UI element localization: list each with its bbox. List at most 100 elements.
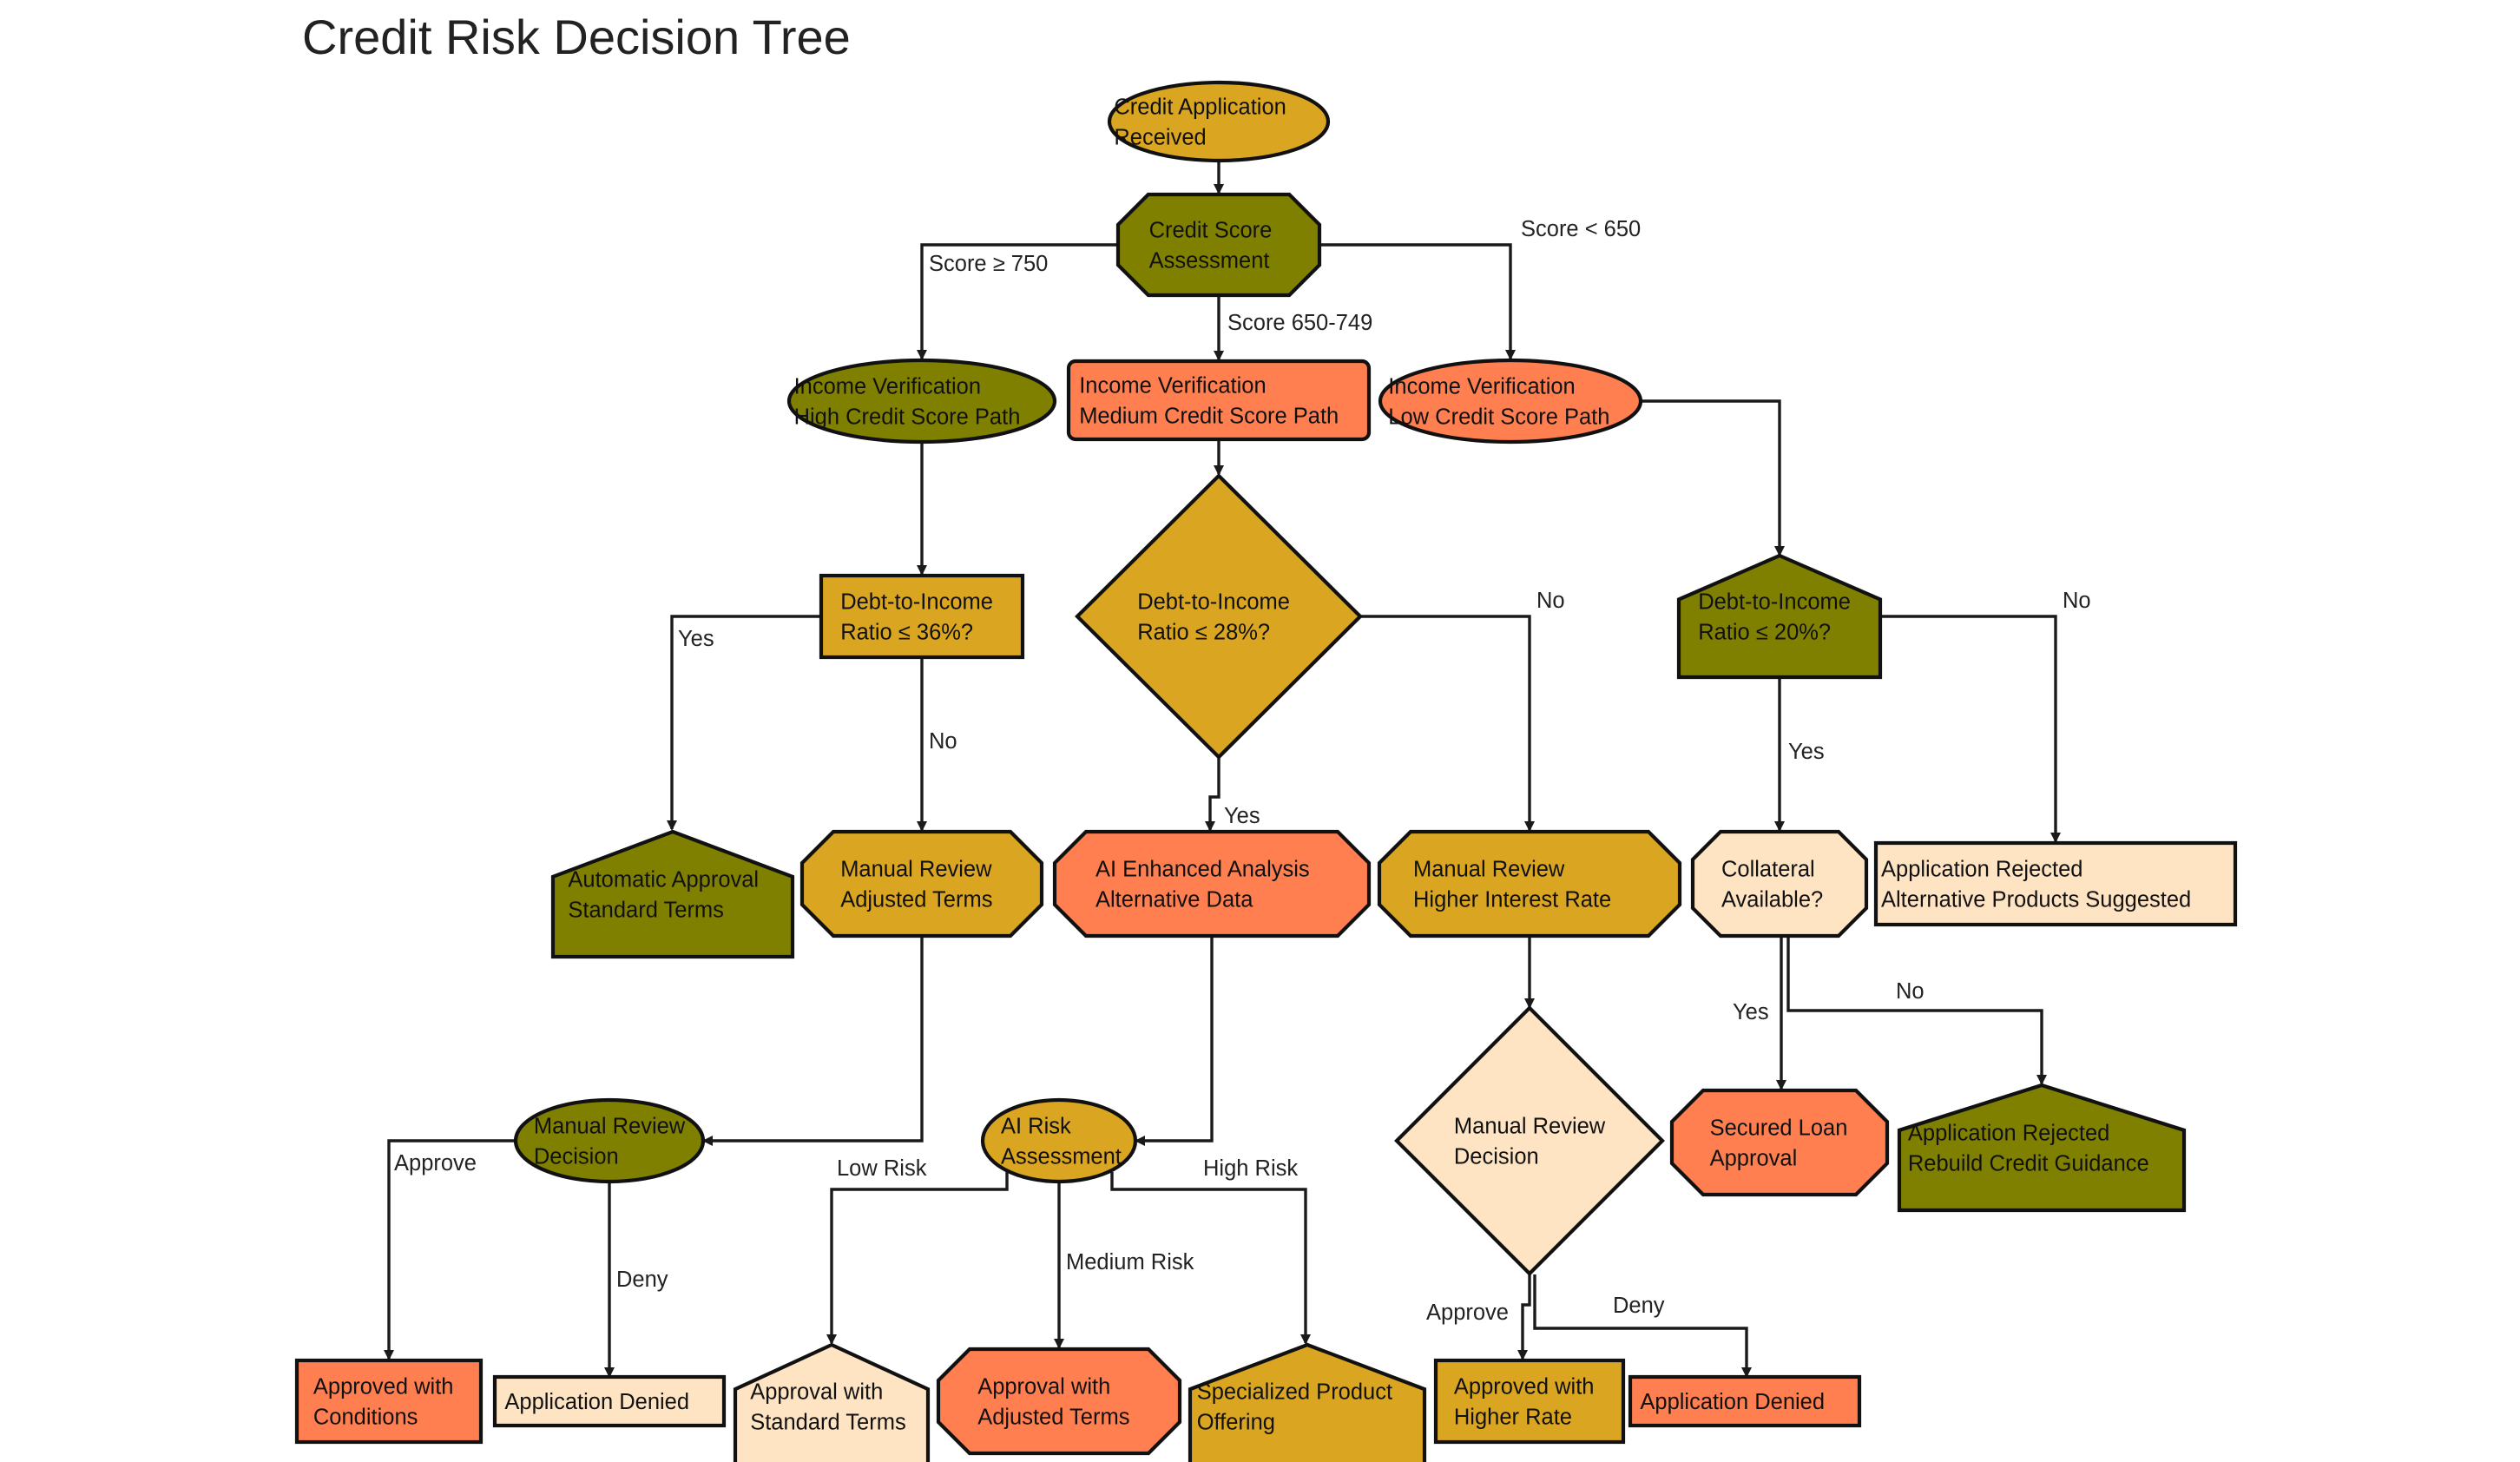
edge-label-score-to-iv_med: Score 650-749 [1227,311,1372,335]
node-shape-appr_std [733,1342,931,1462]
node-label-appr_adj-line-1: Approval with [977,1375,1110,1399]
node-label-iv_low-line-1: Income Verification [1388,375,1575,399]
edges-layer [384,161,2061,1378]
edge-label-collateral-to-secured: Yes [1733,1000,1769,1024]
edge-label-mr_dec1-to-denied1: Deny [616,1268,668,1292]
node-label-appr_cond-line-2: Conditions [313,1406,418,1430]
edge-label-mr_dec2-to-appr_high: Approve [1426,1301,1509,1325]
node-label-auto-line-1: Automatic Approval [568,868,759,892]
node-label-ai_enh-line-1: AI Enhanced Analysis [1096,858,1310,882]
edge-label-dti36-to-auto: Yes [678,627,714,651]
node-label-ai_enh-line-2: Alternative Data [1096,888,1253,912]
node-label-special-line-2: Offering [1197,1411,1275,1435]
node-label-iv_high-line-1: Income Verification [794,375,981,399]
node-shape-dti20 [1676,553,1883,680]
node-shape-auto [550,829,795,959]
edge-dti20-to-rej_alt [1880,615,2061,843]
node-label-mr_high-line-1: Manual Review [1413,858,1565,882]
node-label-collateral-line-1: Collateral [1721,858,1815,882]
edge-ai_enh-to-ai_risk [1135,938,1214,1146]
edge-dti28-to-ai_enh [1205,757,1221,832]
node-label-iv_high-line-2: High Credit Score Path [794,405,1021,430]
node-shape-appr_high [1433,1358,1626,1445]
node-shape-collateral [1690,829,1869,938]
node-shape-iv_med [1066,359,1372,442]
node-label-appr_high-line-2: Higher Rate [1454,1406,1572,1430]
node-label-rej_rebuild-line-2: Rebuild Credit Guidance [1908,1152,2149,1176]
node-label-auto-line-2: Standard Terms [568,899,724,923]
edge-dti28-to-mr_high [1360,615,1535,832]
node-shape-ai_enh [1052,829,1372,938]
edge-label-ai_risk-to-appr_adj: Medium Risk [1066,1250,1194,1274]
edge-label-collateral-to-rej_rebuild: No [1896,979,1925,1004]
node-denied1: Application Denied [492,1374,727,1428]
node-label-appr_cond-line-1: Approved with [313,1375,454,1399]
edge-ai_risk-to-special [1110,1172,1311,1345]
edge-label-mr_dec1-to-appr_cond: Approve [394,1151,477,1176]
node-label-score-line-1: Credit Score [1149,219,1273,243]
edge-collateral-to-rej_rebuild [1786,938,2047,1085]
edge-label-dti20-to-collateral: Yes [1788,740,1825,764]
edge-label-mr_dec2-to-denied2: Deny [1613,1294,1665,1318]
node-label-mr_dec1-line-2: Decision [534,1145,619,1169]
edge-label-score-to-iv_low: Score < 650 [1521,217,1641,241]
node-label-mr_dec2-line-1: Manual Review [1454,1115,1606,1139]
node-shape-mr_dec2 [1394,1005,1665,1276]
node-label-collateral-line-2: Available? [1721,888,1823,912]
edge-mr_dec1-to-appr_cond [384,1139,515,1360]
node-shape-score [1115,192,1322,298]
node-label-secured-line-1: Secured Loan [1710,1116,1848,1141]
edge-label-dti20-to-rej_alt: No [2063,589,2091,613]
node-shape-mr_adj [799,829,1044,938]
edge-score-to-iv_high [917,243,1118,360]
node-label-dti20-line-1: Debt-to-Income [1698,590,1851,615]
edge-dti36-to-auto [667,615,821,831]
node-label-special-line-1: Specialized Product [1197,1380,1392,1405]
node-label-score-line-2: Assessment [1149,249,1270,273]
node-label-mr_high-line-2: Higher Interest Rate [1413,888,1611,912]
node-label-mr_dec2-line-2: Decision [1454,1145,1539,1169]
edge-label-dti28-to-mr_high: No [1536,589,1565,613]
node-denied2: Application Denied [1628,1374,1862,1428]
edge-label-ai_risk-to-special: High Risk [1203,1156,1298,1181]
edge-ai_risk-to-appr_std [826,1172,1009,1345]
node-label-rej_rebuild-line-1: Application Rejected [1908,1122,2109,1146]
node-label-iv_med-line-1: Income Verification [1079,374,1266,398]
node-shape-mr_dec1 [513,1097,706,1184]
node-shape-secured [1669,1088,1890,1197]
node-label-rej_alt-line-2: Alternative Products Suggested [1881,888,2191,912]
node-label-iv_low-line-2: Low Credit Score Path [1388,405,1609,430]
node-label-ai_risk-line-2: Assessment [1001,1145,1122,1169]
node-shape-appr_cond [294,1358,484,1445]
node-shape-iv_high [786,358,1057,445]
edge-label-score-to-iv_high: Score ≥ 750 [929,252,1048,276]
node-shape-start [1107,80,1331,163]
node-label-dti28-line-1: Debt-to-Income [1137,590,1290,615]
node-label-rej_alt-line-1: Application Rejected [1881,858,2082,882]
node-label-appr_adj-line-2: Adjusted Terms [977,1406,1129,1430]
node-label-mr_adj-line-1: Manual Review [840,858,992,882]
node-shape-iv_low [1378,358,1643,445]
